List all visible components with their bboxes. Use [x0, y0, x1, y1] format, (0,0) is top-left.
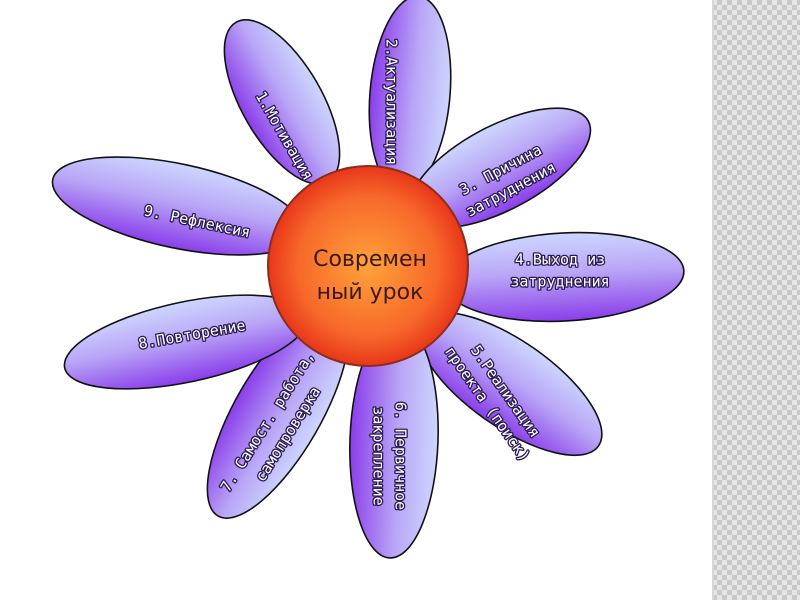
petal-4: 4.Выход из затруднения — [442, 227, 686, 327]
petal-6-label-line-1: 6. Первичное — [392, 402, 410, 510]
petal-6-label-line-2: закрепление — [370, 406, 388, 505]
petal-4-label-line-2: затруднения — [510, 273, 609, 291]
petal-2-label-line-1: 2.Актуализация — [383, 39, 401, 165]
center-label-line-1: Современ — [313, 247, 427, 272]
strip-divider — [712, 0, 714, 600]
petal-4-label-line-1: 4.Выход из — [515, 251, 605, 269]
center-circle: Современ ный урок — [268, 166, 468, 366]
checkered-side-strip — [712, 0, 800, 600]
center-label-line-2: ный урок — [317, 280, 424, 305]
